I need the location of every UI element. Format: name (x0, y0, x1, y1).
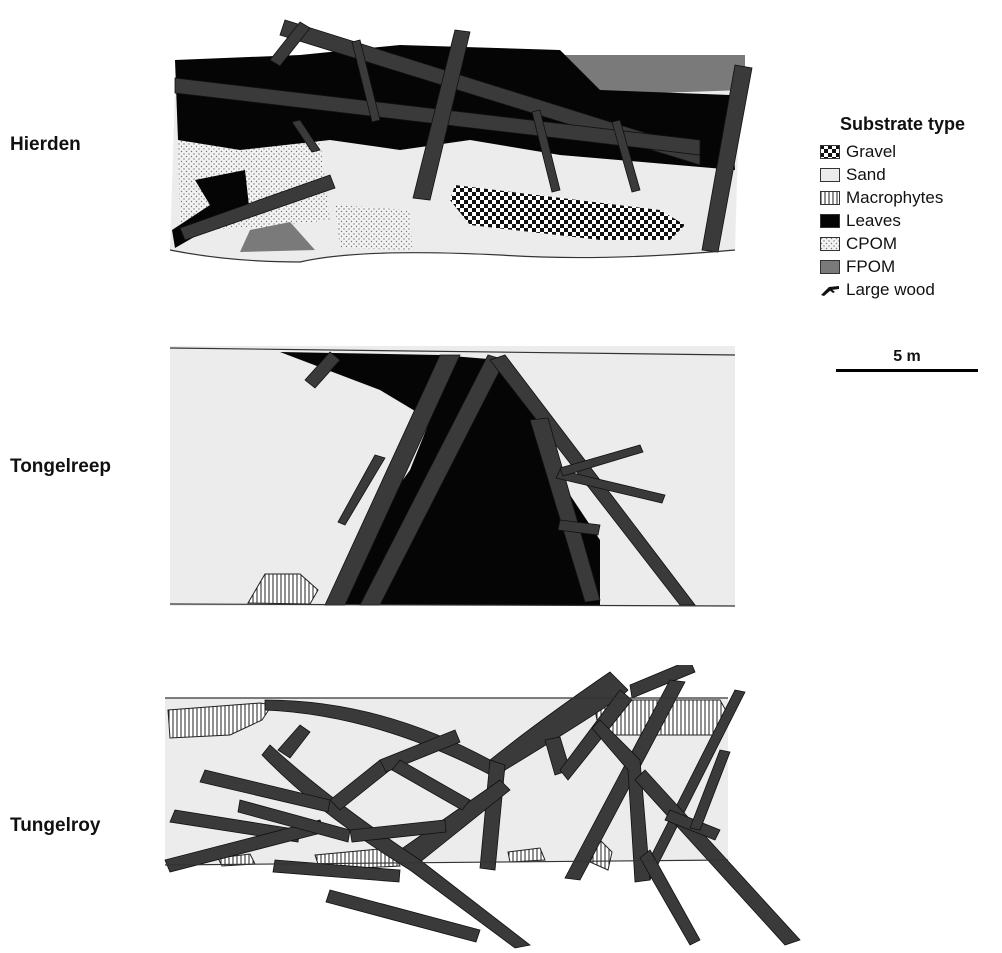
fpom-swatch-icon (820, 260, 840, 274)
legend-label-gravel: Gravel (846, 142, 896, 162)
cpom-swatch-icon (820, 237, 840, 251)
site-label-hierden: Hierden (10, 134, 81, 156)
legend-item-sand: Sand (820, 163, 998, 186)
legend-item-fpom: FPOM (820, 255, 998, 278)
legend-title: Substrate type (840, 114, 998, 135)
substrate-legend: Substrate type Gravel Sand Macrophytes L… (820, 114, 998, 301)
legend-label-macrophytes: Macrophytes (846, 188, 943, 208)
macrophytes-swatch-icon (820, 191, 840, 205)
scale-bar-label: 5 m (836, 348, 978, 366)
legend-item-cpom: CPOM (820, 232, 998, 255)
legend-label-fpom: FPOM (846, 257, 895, 277)
hierden-stream-map (160, 10, 760, 270)
scale-bar: 5 m (836, 348, 978, 372)
large-wood-symbol-icon (820, 283, 840, 297)
leaves-swatch-icon (820, 214, 840, 228)
site-label-tungelroy: Tungelroy (10, 815, 100, 837)
legend-label-large-wood: Large wood (846, 280, 935, 300)
tongelreep-stream-map (160, 335, 770, 615)
legend-label-cpom: CPOM (846, 234, 897, 254)
scale-bar-line (836, 369, 978, 372)
legend-label-leaves: Leaves (846, 211, 901, 231)
legend-label-sand: Sand (846, 165, 886, 185)
gravel-swatch-icon (820, 145, 840, 159)
tungelroy-stream-map (155, 665, 805, 950)
legend-item-large-wood: Large wood (820, 278, 998, 301)
legend-item-macrophytes: Macrophytes (820, 186, 998, 209)
legend-item-leaves: Leaves (820, 209, 998, 232)
sand-swatch-icon (820, 168, 840, 182)
legend-item-gravel: Gravel (820, 140, 998, 163)
site-label-tongelreep: Tongelreep (10, 456, 111, 478)
